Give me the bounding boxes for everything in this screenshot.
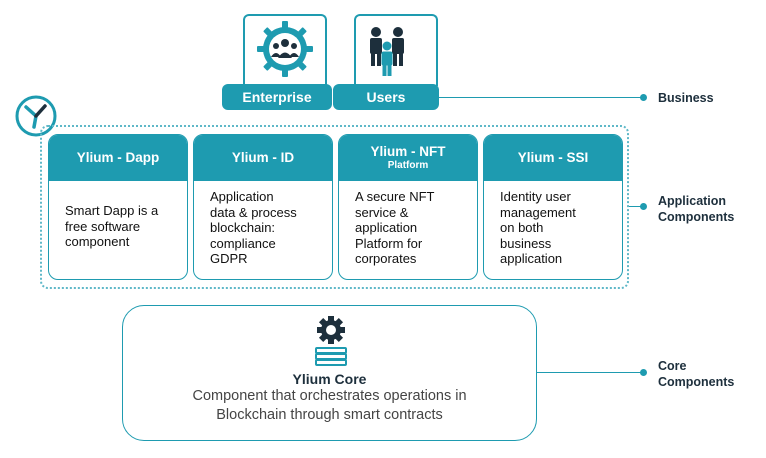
core-connector [537,372,643,373]
application-side-label: Application Components [658,194,735,224]
card-ylium-ssi: Ylium - SSI Identity user management on … [483,134,623,280]
gear-stack-icon [315,316,347,366]
core-description: Component that orchestrates operations i… [192,388,467,423]
users-icon [370,27,404,76]
card-description: Smart Dapp is a free software component [65,203,159,250]
card-ylium-dapp: Ylium - Dapp Smart Dapp is a free softwa… [48,134,188,280]
card-description: Identity user management on both busines… [500,189,576,267]
card-title: Ylium - SSI [484,135,622,181]
card-description: Application data & process blockchain: c… [210,189,297,267]
business-dot [640,94,647,101]
application-container [40,125,629,289]
core-title: Ylium Core [292,371,367,387]
core-box: Ylium Core Component that orchestrates o… [122,305,537,441]
enterprise-label: Enterprise [222,84,332,110]
business-connector [439,97,643,98]
application-connector [629,206,643,207]
team-gear-icon [257,21,313,77]
card-ylium-nft: Ylium - NFT Platform A secure NFT servic… [338,134,478,280]
business-side-label: Business [658,91,714,105]
users-label: Users [333,84,439,110]
card-ylium-id: Ylium - ID Application data & process bl… [193,134,333,280]
application-dot [640,203,647,210]
card-description: A secure NFT service & application Platf… [355,189,435,267]
core-side-label: Core Components [658,359,735,389]
card-title: Ylium - NFT Platform [339,135,477,181]
card-title: Ylium - Dapp [49,135,187,181]
core-dot [640,369,647,376]
card-title: Ylium - ID [194,135,332,181]
